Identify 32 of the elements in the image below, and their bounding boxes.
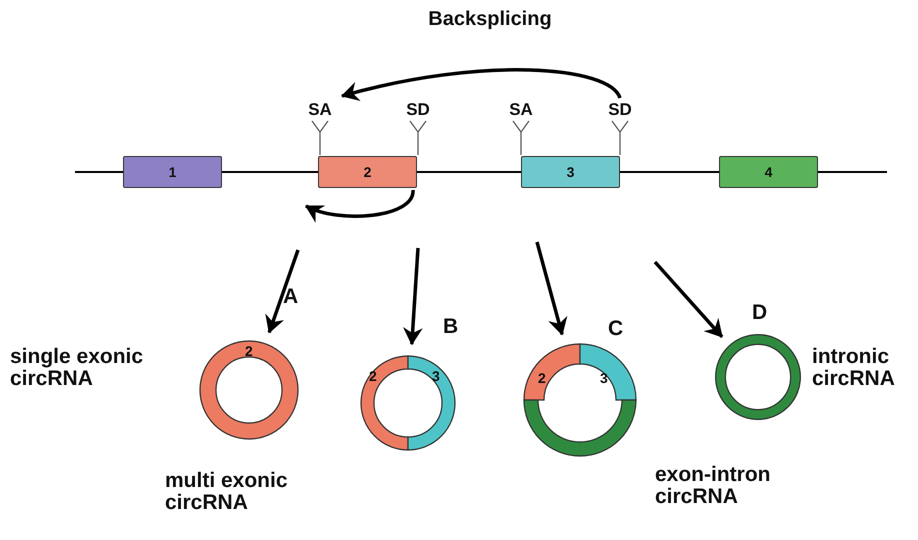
exon-number: 3 <box>432 368 440 384</box>
splice-site-label: SA <box>307 100 333 120</box>
title: Backsplicing <box>427 8 553 31</box>
exon-box: 2 <box>318 156 417 188</box>
panel-letter: A <box>283 286 298 308</box>
circrna-type-label: single exonic circRNA <box>10 346 144 390</box>
panel-letter: B <box>443 316 458 338</box>
arrow <box>305 190 415 222</box>
panel-letter: C <box>608 318 624 340</box>
circrna-ring <box>361 356 455 450</box>
arrow <box>340 68 622 102</box>
circrna-type-label: multi exonic circRNA <box>165 470 289 514</box>
circrna-type-label: intronic circRNA <box>812 346 896 390</box>
exon-number: 3 <box>600 370 608 386</box>
circrna-type-label: exon-intron circRNA <box>655 464 772 508</box>
exon-number: 2 <box>538 370 546 386</box>
exon-box: 3 <box>521 156 620 188</box>
splice-site-label: SD <box>405 100 431 120</box>
arrow <box>265 249 300 334</box>
splice-site-label: SD <box>607 100 633 120</box>
arrow <box>654 260 724 338</box>
exon-number: 2 <box>369 368 377 384</box>
exon-number: 2 <box>245 343 253 359</box>
splice-site-label: SA <box>508 100 534 120</box>
arrow <box>402 248 423 346</box>
exon-box: 1 <box>123 156 222 188</box>
panel-letter: D <box>752 302 768 324</box>
exon-box: 4 <box>719 156 818 188</box>
circrna-ring <box>716 335 800 419</box>
arrow <box>535 242 568 336</box>
circrna-ring <box>524 344 636 456</box>
circrna-ring <box>200 341 298 439</box>
